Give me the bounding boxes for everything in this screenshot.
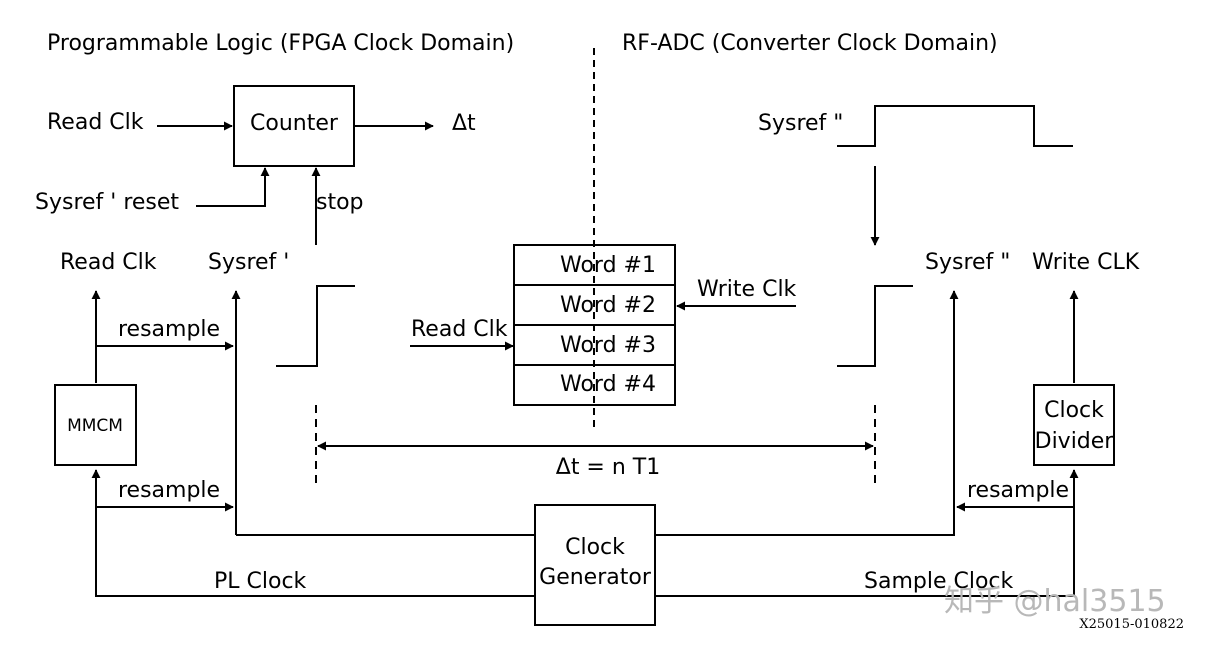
clock-divider-label-2: Divider bbox=[1035, 429, 1115, 454]
counter-output-label: Δt bbox=[452, 111, 476, 136]
sample-clock-line bbox=[655, 469, 1079, 597]
sysref-reset-label: Sysref ' reset bbox=[35, 190, 179, 215]
sysref-dprime-top-waveform bbox=[837, 105, 1073, 147]
clock-generator-block bbox=[534, 504, 656, 626]
stop-label: stop bbox=[316, 190, 364, 215]
watermark: 知乎 @hal3515 bbox=[944, 584, 1166, 619]
fifo-word-3: Word #3 bbox=[560, 333, 656, 358]
clock-divider-block bbox=[1033, 384, 1115, 466]
adc-domain-header: RF-ADC (Converter Clock Domain) bbox=[622, 31, 998, 56]
mmcm-label: MMCM bbox=[67, 416, 123, 436]
read-clk-mid-label: Read Clk bbox=[60, 250, 157, 275]
pl-clock-line bbox=[91, 469, 534, 597]
clock-divider-label-1: Clock bbox=[1044, 398, 1104, 423]
write-clk-fifo-label: Write Clk bbox=[697, 277, 797, 302]
mmcm-block bbox=[54, 384, 137, 466]
sysref-dprime-lower-waveform bbox=[837, 285, 913, 367]
read-clk-fifo-label: Read Clk bbox=[411, 317, 508, 342]
sysref-dprime-right-label: Sysref " bbox=[925, 250, 1010, 275]
fifo-word-2: Word #2 bbox=[560, 293, 656, 318]
clock-generator-label-1: Clock bbox=[565, 535, 625, 560]
sysref-dprime-top-label: Sysref " bbox=[758, 111, 843, 136]
figure-id: X25015-010822 bbox=[1079, 617, 1184, 632]
sysref-reset-arrow bbox=[196, 167, 270, 207]
resample-lower-label: resample bbox=[118, 478, 220, 503]
fifo-word-4: Word #4 bbox=[560, 372, 656, 397]
gen-to-sysref-dprime-line bbox=[655, 290, 959, 536]
sample-clock-label: Sample Clock bbox=[864, 569, 1014, 594]
counter-label: Counter bbox=[250, 111, 339, 136]
fifo-word-1: Word #1 bbox=[560, 253, 656, 278]
write-clk-right-label: Write CLK bbox=[1032, 250, 1140, 275]
pl-clock-label: PL Clock bbox=[214, 569, 307, 594]
delta-t-equation-label: Δt = n T1 bbox=[556, 455, 660, 480]
sysref-prime-label: Sysref ' bbox=[208, 250, 289, 275]
resample-right-label: resample bbox=[967, 478, 1069, 503]
resample-upper-label: resample bbox=[118, 317, 220, 342]
counter-block bbox=[233, 85, 355, 167]
pl-domain-header: Programmable Logic (FPGA Clock Domain) bbox=[47, 31, 514, 56]
clock-generator-label-2: Generator bbox=[539, 565, 652, 590]
read-clk-top-label: Read Clk bbox=[47, 110, 144, 135]
sysref-prime-waveform bbox=[276, 285, 355, 367]
